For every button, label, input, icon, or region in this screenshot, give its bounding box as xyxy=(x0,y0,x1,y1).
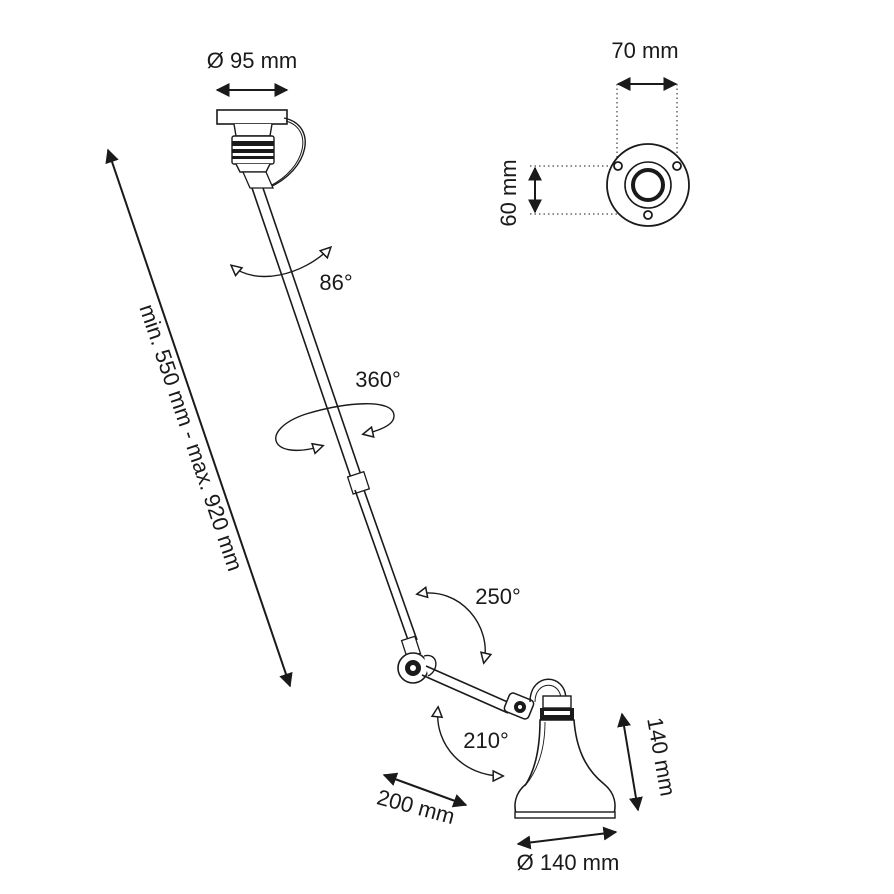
mount-height-label: 60 mm xyxy=(496,159,521,226)
mount-width-label: 70 mm xyxy=(611,38,678,63)
shade-height-dimension: 140 mm xyxy=(617,712,681,812)
shade-height-arrow xyxy=(617,712,643,812)
mounting-plate-icon xyxy=(530,84,690,227)
length-range-label: min. 550 mm - max. 920 mm xyxy=(134,301,247,574)
shade-diameter-label: Ø 140 mm xyxy=(517,850,620,875)
short-arm-dimension: 200 mm xyxy=(374,772,468,829)
rotation-arrow-icon xyxy=(418,593,485,662)
short-arm xyxy=(421,665,535,720)
mount-width-dimension: 70 mm xyxy=(611,38,679,91)
lamp-shade xyxy=(514,678,616,819)
rotation-arrow-icon xyxy=(275,403,395,451)
shade-angle-indicator: 210° xyxy=(438,708,509,776)
rotation-360-label: 360° xyxy=(355,367,401,392)
elbow-angle-indicator: 250° xyxy=(418,584,521,662)
elbow-angle-label: 250° xyxy=(475,584,521,609)
length-range-arrow xyxy=(105,148,293,688)
main-arm xyxy=(242,171,418,641)
elbow-joint xyxy=(397,635,437,684)
canopy-diameter-dimension: Ø 95 mm xyxy=(207,48,297,97)
short-arm-arrow xyxy=(382,772,468,808)
shade-height-label: 140 mm xyxy=(642,715,680,798)
shade-angle-label: 210° xyxy=(463,728,509,753)
short-arm-label: 200 mm xyxy=(374,784,457,829)
mount-height-dimension: 60 mm xyxy=(496,159,542,227)
canopy-diameter-label: Ø 95 mm xyxy=(207,48,297,73)
rotation-86-label: 86° xyxy=(319,270,352,295)
rotation-86-indicator: 86° xyxy=(232,248,353,295)
rotation-arrow-icon xyxy=(438,708,502,776)
shade-diameter-dimension: Ø 140 mm xyxy=(516,826,620,875)
shade-diameter-arrow xyxy=(516,826,618,850)
length-range-dimension: min. 550 mm - max. 920 mm xyxy=(105,148,293,688)
